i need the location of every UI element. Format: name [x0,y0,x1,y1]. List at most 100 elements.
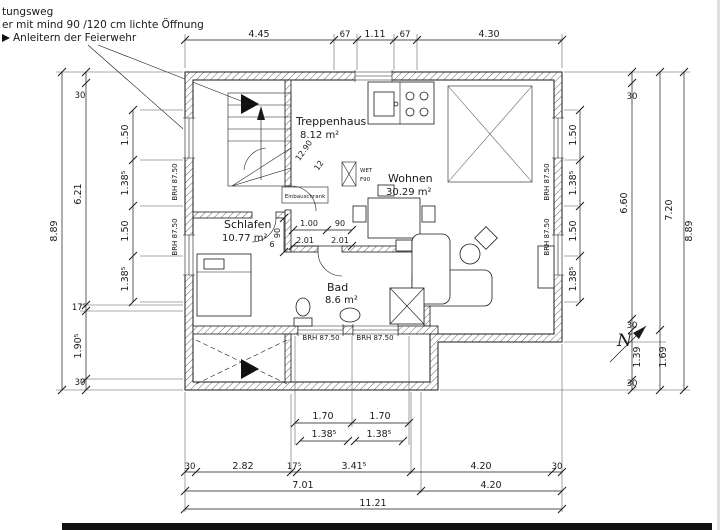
brh-left-1: BRH 87.50 [171,163,179,200]
brh-left-2: BRH 87.50 [171,218,179,255]
armchair [474,226,498,250]
dim-bottom-1: 2.82 [232,461,253,472]
extension-lines [56,34,690,512]
brh-bottom-1: BRH 87.50 [302,334,339,342]
entrance-arrow-top [241,94,259,114]
stairs [227,92,292,187]
area-bad: 8.6 m² [325,295,358,306]
kitchen-counter [367,81,435,125]
kitchen-sink [373,91,395,117]
north-arrow: N [609,325,647,363]
window-right-1 [552,117,564,159]
dim-left-chain-2: 17⁵ [72,303,86,313]
page-bottom-bar [62,523,712,530]
room-schlafen: Schlafen [224,218,271,231]
dim-right-chain-4: 30 [627,379,638,389]
chair [377,184,395,197]
dim-right-win-1: 1.38⁵ [568,170,579,195]
doors [251,185,343,277]
coffee-table [459,243,481,265]
dim-bottom-0: 30 [185,462,196,472]
dim-int-5: 90 [273,228,282,238]
room-labels: Treppenhaus 8.12 m² Wohnen 30.29 m² Schl… [222,115,433,306]
dim-left-chain-3: 1.90⁵ [73,333,84,358]
wall-lower-divider [284,333,292,383]
scan-edge [717,0,720,530]
area-wohnen: 30.29 m² [386,187,432,198]
dining-table [352,184,436,252]
dim-badwin2-1: 1.38⁵ [367,429,392,440]
room-bad: Bad [327,281,348,294]
room-wohnen: Wohnen [388,172,433,185]
dim-bottom-4: 4.20 [470,461,491,472]
bullet-icon [2,34,10,42]
dim-right-chain-0: 30 [627,92,638,102]
kitchen-stove [405,91,429,117]
shaft-box [341,161,357,187]
door-bad [317,251,343,277]
sofa [411,233,493,307]
label-einbauschrank: Einbauschrank [285,194,326,200]
north-label: N [616,331,633,351]
pillow [203,258,225,270]
toilet [293,297,313,327]
dim-right-win-2: 1.50 [568,220,579,241]
wall-south-a [192,325,299,335]
dormer-outline [447,85,533,183]
dim-int-4: 2.01 [331,236,349,245]
dim-bottom-3: 3.41⁵ [342,461,367,472]
dim-bottom-mid-0: 7.01 [292,480,313,491]
chair [395,239,413,252]
window-left-1 [183,117,195,159]
notes: tungsweg er mit mind 90 /120 cm lichte Ö… [2,6,204,44]
window-top [354,70,393,82]
dim-left-win-0: 1.50 [120,124,131,145]
dim-bottom-total: 11.21 [359,498,386,509]
leader-lines [87,44,242,136]
dim-int-6: 6 [269,240,274,249]
dim-badwin2-0: 1.38⁵ [312,429,337,440]
dim-left-win-3: 1.38⁵ [120,266,131,291]
dim-bottom-5: 30 [552,462,563,472]
dim-top-3: 67 [400,30,411,40]
dim-int-2: 90 [335,219,345,228]
dim-top-0: 4.45 [248,29,269,40]
dim-stair-a: 12.90 [294,139,315,163]
label-f90: F90 [360,177,371,183]
label-wet: WET [360,168,373,174]
wall-schlafen-top-b [275,211,286,219]
dim-right-lower: 1.69 [658,346,669,367]
dim-bottom-mid-1: 4.20 [480,480,501,491]
chair [352,205,367,223]
window-bad-1 [297,324,344,336]
dim-right-chain-2: 30 [627,321,638,331]
note-line-1: tungsweg [2,6,53,18]
area-schlafen: 10.77 m² [222,233,268,244]
stair-direction-arrow [257,106,265,120]
wall-bad-top-a [290,245,319,253]
washbasin [339,307,361,323]
dim-int-3: 2.01 [296,236,314,245]
brh-right-1: BRH 87.50 [543,163,551,200]
dim-right-chain-3: 1.39 [632,346,643,367]
dim-top-4: 4.30 [478,29,499,40]
dim-left-outer: 8.89 [49,220,60,241]
wall-south-b [342,325,354,335]
note-line-2: er mit mind 90 /120 cm lichte Öffnung [2,18,204,31]
door-schlafen [251,217,277,243]
brh-right-2: BRH 87.50 [543,218,551,255]
roof-slope-dashed [195,339,288,385]
window-left-2 [183,234,195,276]
dim-labels-bottom: 1.70 1.70 1.38⁵ 1.38⁵ 30 2.82 17⁵ 3.41⁵ … [185,334,563,509]
dim-top-2: 1.11 [364,29,385,40]
einbauschrank-box [281,186,329,204]
dim-labels-top: 4.45 67 1.11 67 4.30 [248,29,499,40]
dim-bottom-2: 17⁵ [287,462,301,472]
wall-stair-right-lower [284,209,292,253]
dim-int-1: 1.00 [300,219,318,228]
chair [421,205,436,223]
windows [183,70,564,336]
dim-left-chain-0: 30 [75,91,86,101]
